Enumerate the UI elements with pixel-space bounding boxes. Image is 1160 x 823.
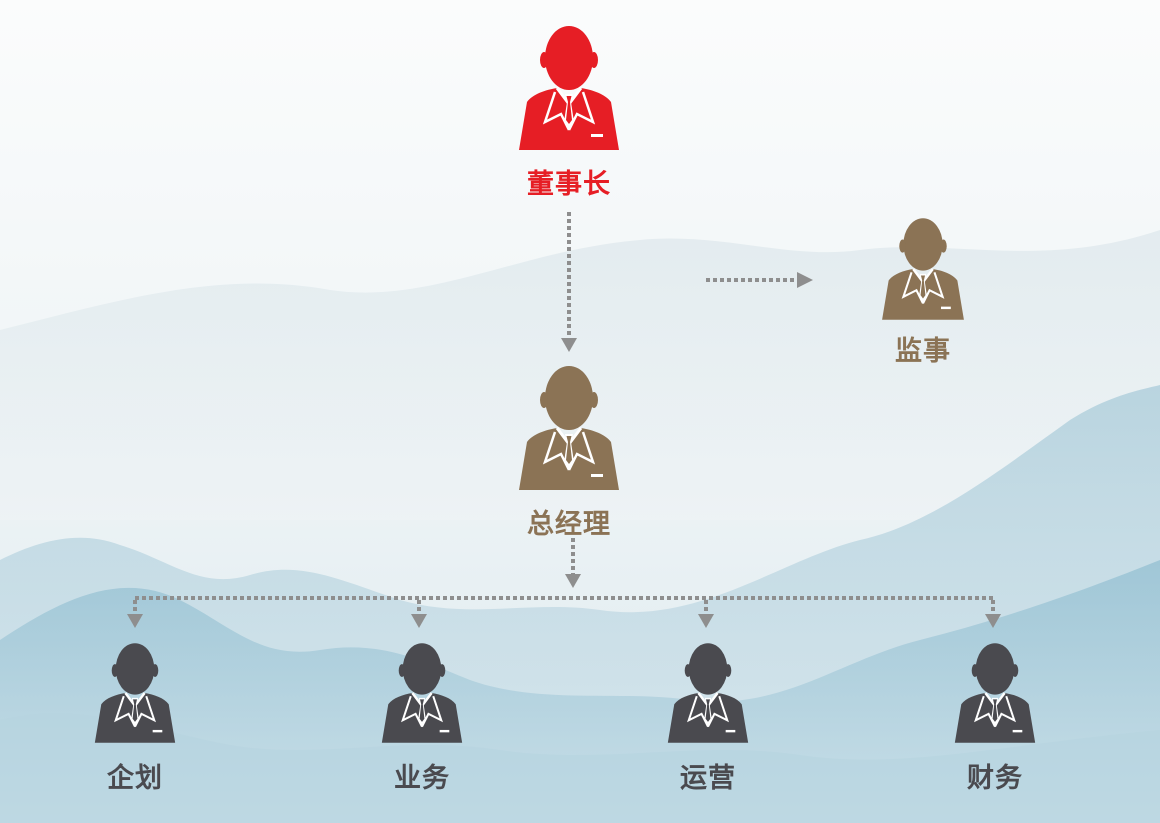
businessman-icon: [94, 643, 176, 743]
arrowhead-dept-2: [698, 614, 714, 628]
arrowhead-gm: [561, 338, 577, 352]
department-label: 企划: [107, 763, 163, 794]
department-icon: [618, 640, 798, 746]
businessman-icon: [519, 26, 619, 150]
chairman-icon: [479, 22, 659, 154]
businessman-icon: [519, 366, 619, 490]
department-label: 运营: [680, 763, 736, 794]
businessman-icon: [882, 218, 964, 320]
businessman-icon: [381, 643, 463, 743]
department-label: 业务: [394, 763, 450, 794]
supervisor-icon: [833, 215, 1013, 323]
department-icon: [45, 640, 225, 746]
node-general-manager: 总经理: [479, 362, 659, 541]
arrowhead-dept-1: [411, 614, 427, 628]
node-department-finance: 财务: [905, 640, 1085, 795]
node-supervisor: 监事: [833, 215, 1013, 368]
department-label: 财务: [967, 763, 1023, 794]
arrowhead-dept-0: [127, 614, 143, 628]
arrowhead-gm-down: [565, 574, 581, 588]
arrowhead-dept-3: [985, 614, 1001, 628]
chairman-label: 董事长: [527, 169, 611, 200]
businessman-icon: [954, 643, 1036, 743]
department-icon: [905, 640, 1085, 746]
node-department-operations: 运营: [618, 640, 798, 795]
arrowhead-supervisor: [797, 272, 813, 288]
supervisor-label: 监事: [895, 336, 951, 367]
general-manager-icon: [479, 362, 659, 494]
node-department-business: 业务: [332, 640, 512, 795]
node-department-planning: 企划: [45, 640, 225, 795]
businessman-icon: [667, 643, 749, 743]
general-manager-label: 总经理: [527, 509, 611, 540]
department-icon: [332, 640, 512, 746]
node-chairman: 董事长: [479, 22, 659, 201]
mountain-foreground: [0, 713, 1160, 823]
